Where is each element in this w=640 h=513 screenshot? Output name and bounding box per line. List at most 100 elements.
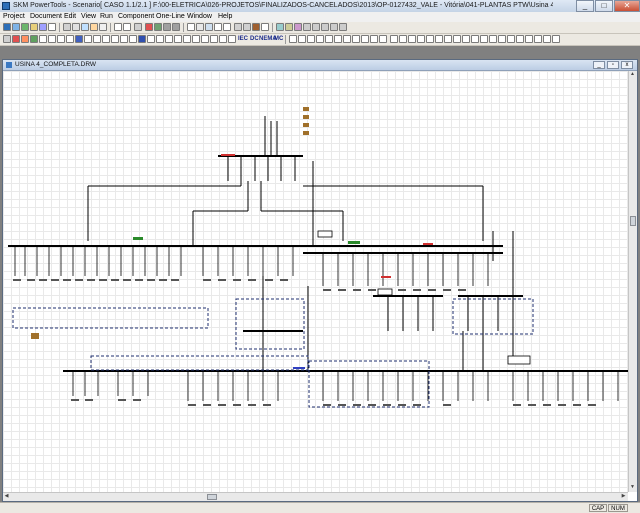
connector-icon[interactable] (219, 35, 227, 43)
text-tool-icon[interactable] (187, 23, 195, 31)
minimize-button[interactable]: _ (576, 0, 594, 12)
meter-icon[interactable] (156, 35, 164, 43)
arrow-left-icon[interactable] (307, 35, 315, 43)
study-icon[interactable] (285, 23, 293, 31)
menu-window[interactable]: Window (187, 13, 212, 20)
scroll-right-icon[interactable]: ▶ (621, 493, 626, 499)
menu-document[interactable]: Document (30, 13, 62, 20)
symbol-17-icon[interactable] (534, 35, 542, 43)
menu-project[interactable]: Project (3, 13, 25, 20)
symbol-11-icon[interactable] (480, 35, 488, 43)
print-icon[interactable] (63, 23, 71, 31)
report-icon[interactable] (261, 23, 269, 31)
folder-icon[interactable] (30, 23, 38, 31)
arc-flash-icon[interactable] (294, 23, 302, 31)
ungroup-icon[interactable] (361, 35, 369, 43)
busway-icon[interactable] (138, 35, 146, 43)
one-line-canvas[interactable] (3, 71, 628, 492)
symbol-2-icon[interactable] (399, 35, 407, 43)
copy-icon[interactable] (81, 23, 89, 31)
preview-icon[interactable] (72, 23, 80, 31)
arrow-up-icon[interactable] (289, 35, 297, 43)
zoom-out-icon[interactable] (172, 23, 180, 31)
save-icon[interactable] (21, 23, 29, 31)
dc-button[interactable]: DC (250, 36, 259, 42)
reactor-icon[interactable] (102, 35, 110, 43)
front-icon[interactable] (370, 35, 378, 43)
symbol-18-icon[interactable] (543, 35, 551, 43)
symbol-8-icon[interactable] (453, 35, 461, 43)
scroll-left-icon[interactable]: ◀ (4, 493, 9, 499)
align-icon[interactable] (214, 23, 222, 31)
library-icon[interactable] (312, 23, 320, 31)
properties-icon[interactable] (234, 23, 242, 31)
vertical-scrollbar[interactable]: ▲ ▼ (628, 71, 637, 492)
symbol-1-icon[interactable] (390, 35, 398, 43)
symbol-6-icon[interactable] (435, 35, 443, 43)
open-icon[interactable] (12, 23, 20, 31)
schedule-icon[interactable] (303, 23, 311, 31)
symbol-7-icon[interactable] (444, 35, 452, 43)
grid-icon[interactable] (154, 23, 162, 31)
flip-icon[interactable] (334, 35, 342, 43)
new-project-icon[interactable] (3, 23, 11, 31)
menu-run[interactable]: Run (100, 13, 113, 20)
distribute-icon[interactable] (223, 23, 231, 31)
scenario-icon[interactable] (321, 23, 329, 31)
symbol-15-icon[interactable] (516, 35, 524, 43)
maximize-button[interactable]: □ (595, 0, 613, 12)
symbol-9-icon[interactable] (462, 35, 470, 43)
mcc-icon[interactable] (210, 35, 218, 43)
menu-one-line[interactable]: One-Line (156, 13, 185, 20)
group-icon[interactable] (352, 35, 360, 43)
switch-icon[interactable] (111, 35, 119, 43)
filter-icon[interactable] (165, 35, 173, 43)
scroll-down-icon[interactable]: ▼ (630, 484, 635, 490)
run-icon[interactable] (276, 23, 284, 31)
paste-icon[interactable] (90, 23, 98, 31)
line-tool-icon[interactable] (196, 23, 204, 31)
menu-edit[interactable]: Edit (64, 13, 77, 20)
nema-button[interactable]: NEMA (259, 36, 277, 42)
output-icon[interactable] (330, 23, 338, 31)
document-icon[interactable] (48, 23, 56, 31)
mc-button[interactable]: MC (274, 36, 284, 42)
drawing-restore-button[interactable]: ▫ (607, 61, 619, 69)
help-icon[interactable] (339, 23, 347, 31)
symbol-5-icon[interactable] (426, 35, 434, 43)
iec-button[interactable]: IEC (238, 36, 249, 42)
ups-icon[interactable] (174, 35, 182, 43)
symbol-3-icon[interactable] (408, 35, 416, 43)
cable-icon[interactable] (39, 35, 47, 43)
vertical-scroll-thumb[interactable] (630, 216, 636, 226)
fuse-icon[interactable] (57, 35, 65, 43)
database-icon[interactable] (39, 23, 47, 31)
transformer-icon[interactable] (30, 35, 38, 43)
load-icon[interactable] (84, 35, 92, 43)
symbol-12-icon[interactable] (489, 35, 497, 43)
select-icon[interactable] (134, 23, 142, 31)
bus-icon[interactable] (3, 35, 11, 43)
box-tool-icon[interactable] (205, 23, 213, 31)
tcc-icon[interactable] (252, 23, 260, 31)
delete-icon[interactable] (145, 23, 153, 31)
menu-view[interactable]: View (81, 13, 97, 20)
pt-icon[interactable] (129, 35, 137, 43)
node-icon[interactable] (228, 35, 236, 43)
symbol-14-icon[interactable] (507, 35, 515, 43)
zoom-in-icon[interactable] (163, 23, 171, 31)
capacitor-icon[interactable] (93, 35, 101, 43)
motor-icon[interactable] (75, 35, 83, 43)
back-icon[interactable] (379, 35, 387, 43)
drawing-close-button[interactable]: x (621, 61, 633, 69)
cut-icon[interactable] (99, 23, 107, 31)
mirror-icon[interactable] (343, 35, 351, 43)
inverter-icon[interactable] (183, 35, 191, 43)
datablock-icon[interactable] (243, 23, 251, 31)
redo-icon[interactable] (123, 23, 131, 31)
drawing-minimize-button[interactable]: _ (593, 61, 605, 69)
menu-help[interactable]: Help (218, 13, 233, 20)
rotate-icon[interactable] (325, 35, 333, 43)
ct-icon[interactable] (120, 35, 128, 43)
scroll-up-icon[interactable]: ▲ (630, 71, 635, 77)
